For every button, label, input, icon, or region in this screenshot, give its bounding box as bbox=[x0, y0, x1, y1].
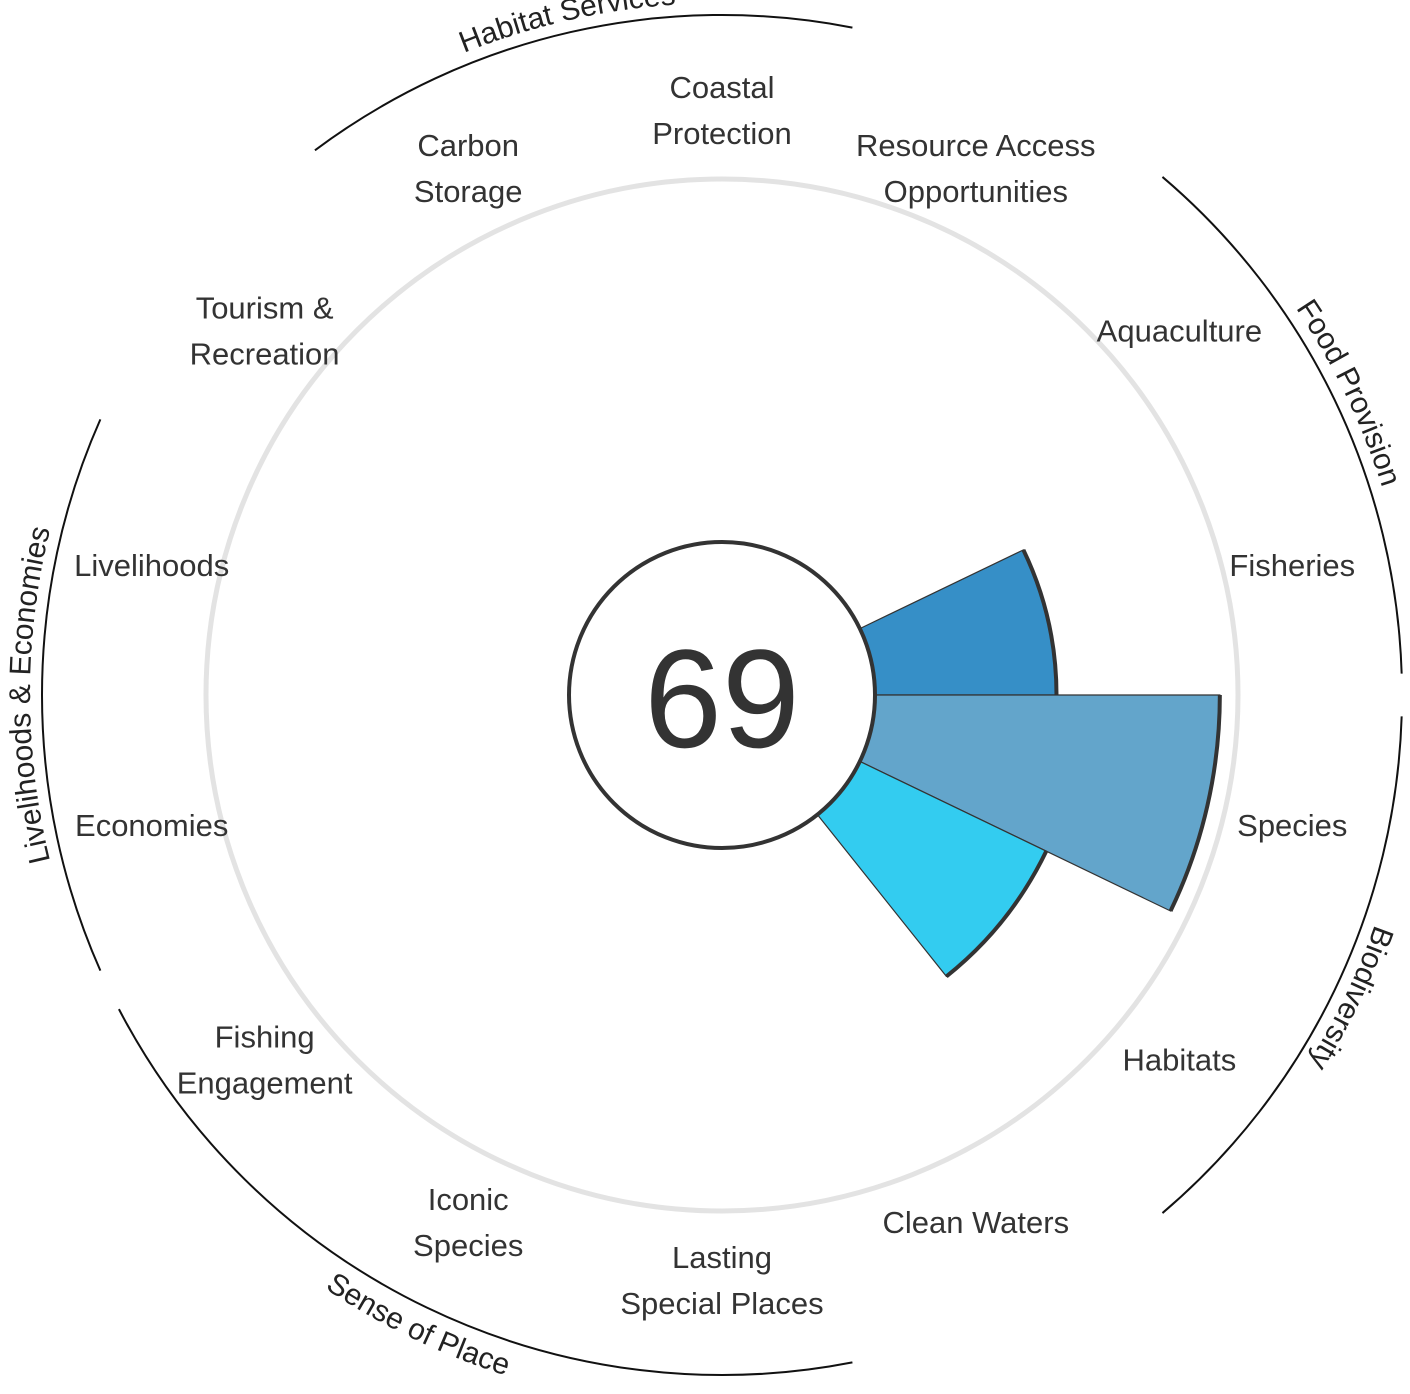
goal-label-line: Tourism & bbox=[196, 290, 334, 325]
group-label-path bbox=[34, 886, 1002, 1394]
group-label-text: Sense of Place bbox=[321, 1266, 514, 1382]
goal-label-line: Economies bbox=[75, 808, 228, 843]
goal-label-line: Storage bbox=[414, 174, 523, 209]
goal-label-line: Clean Waters bbox=[882, 1205, 1069, 1240]
group-label-text: Livelihoods & Economies bbox=[4, 523, 57, 867]
petal-edge-habitats bbox=[945, 850, 1049, 978]
outer-ring-layer bbox=[203, 176, 1241, 1214]
score-circle bbox=[567, 540, 877, 850]
group-label-sense-of-place: Sense of Place bbox=[321, 1266, 514, 1382]
group-label-text: Habitat Services bbox=[455, 0, 677, 59]
score-center: 69 bbox=[567, 540, 877, 850]
goal-label-line: Recreation bbox=[190, 336, 340, 371]
goal-label-clean-waters: Clean Waters bbox=[882, 1205, 1069, 1240]
group-arc-sense-of-place bbox=[118, 1008, 853, 1376]
group-arc-livelihoods-economies bbox=[41, 418, 102, 972]
goal-label-line: Habitats bbox=[1123, 1043, 1237, 1078]
group-label-biodiversity: Biodiversity bbox=[1302, 922, 1399, 1076]
petal-edge-fisheries bbox=[1021, 548, 1059, 696]
goal-label-habitats: Habitats bbox=[1123, 1043, 1237, 1078]
goal-label-species: Species bbox=[1237, 808, 1347, 843]
goal-label-line: Aquaculture bbox=[1097, 313, 1262, 348]
group-arc-biodiversity bbox=[1161, 716, 1403, 1214]
goal-label-line: Lasting bbox=[672, 1240, 772, 1275]
goal-label-tourism-recreation: Tourism & Recreation bbox=[190, 290, 340, 371]
goal-label-line: Livelihoods bbox=[74, 548, 229, 583]
group-label-food-provision: Food Provision bbox=[1290, 294, 1407, 490]
goal-label-fisheries: Fisheries bbox=[1229, 548, 1355, 583]
goal-label-line: Fishing bbox=[215, 1020, 315, 1055]
group-label-text: Biodiversity bbox=[1302, 922, 1399, 1076]
group-label-livelihoods-economies: Livelihoods & Economies bbox=[4, 523, 57, 867]
petal-edge-species bbox=[1168, 694, 1222, 912]
goal-label-livelihoods: Livelihoods bbox=[74, 548, 229, 583]
goal-label-line: Special Places bbox=[620, 1286, 823, 1321]
overall-score: 69 bbox=[644, 620, 800, 777]
group-label-text: Food Provision bbox=[1290, 294, 1407, 490]
goal-label-line: Iconic bbox=[428, 1182, 509, 1217]
goal-label-line: Resource Access bbox=[856, 128, 1096, 163]
goal-label-line: Carbon bbox=[417, 128, 519, 163]
goal-label-economies: Economies bbox=[75, 808, 228, 843]
goal-label-line: Engagement bbox=[177, 1066, 353, 1101]
goal-label-line: Species bbox=[1237, 808, 1347, 843]
group-label-habitat-services: Habitat Services bbox=[455, 0, 677, 59]
goal-label-line: Protection bbox=[652, 116, 792, 151]
goal-label-line: Species bbox=[413, 1228, 523, 1263]
group-arc-food-provision bbox=[1161, 176, 1403, 674]
group-label-path bbox=[30, 289, 162, 1101]
petals-layer bbox=[816, 548, 1222, 978]
goal-label-line: Fisheries bbox=[1229, 548, 1355, 583]
goal-label-line: Opportunities bbox=[884, 174, 1068, 209]
goal-label-line: Coastal bbox=[669, 70, 774, 105]
outer-ring bbox=[203, 176, 1241, 1214]
petal-fisheries bbox=[859, 549, 1058, 696]
group-arc-habitat-services bbox=[314, 14, 853, 152]
goal-label-aquaculture: Aquaculture bbox=[1097, 313, 1262, 348]
